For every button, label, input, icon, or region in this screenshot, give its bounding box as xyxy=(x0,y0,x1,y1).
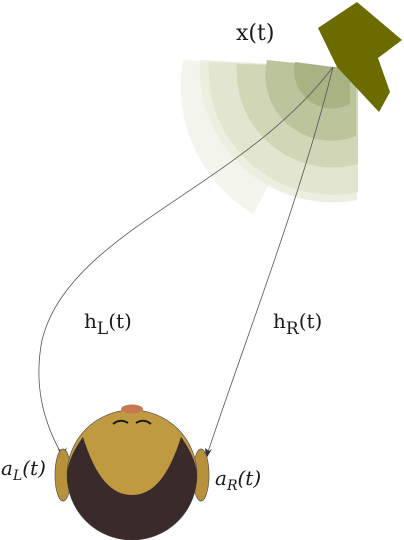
listener-head xyxy=(54,404,210,540)
left-eye xyxy=(112,419,129,425)
source-label: x(t) xyxy=(236,21,274,46)
propagation-paths xyxy=(38,66,334,456)
path-left-label: hL(t) xyxy=(84,309,132,339)
speaker-icon xyxy=(318,2,402,112)
path-right-label: hR(t) xyxy=(273,309,322,339)
path-to-right-ear xyxy=(206,66,334,456)
nose xyxy=(121,404,143,414)
path-to-left-ear xyxy=(38,66,334,456)
sound-waves xyxy=(180,60,358,214)
right-eye xyxy=(135,419,152,425)
ear-right-label: aR(t) xyxy=(215,466,261,494)
hair xyxy=(67,437,197,540)
ear-left-label: aL(t) xyxy=(1,456,46,484)
